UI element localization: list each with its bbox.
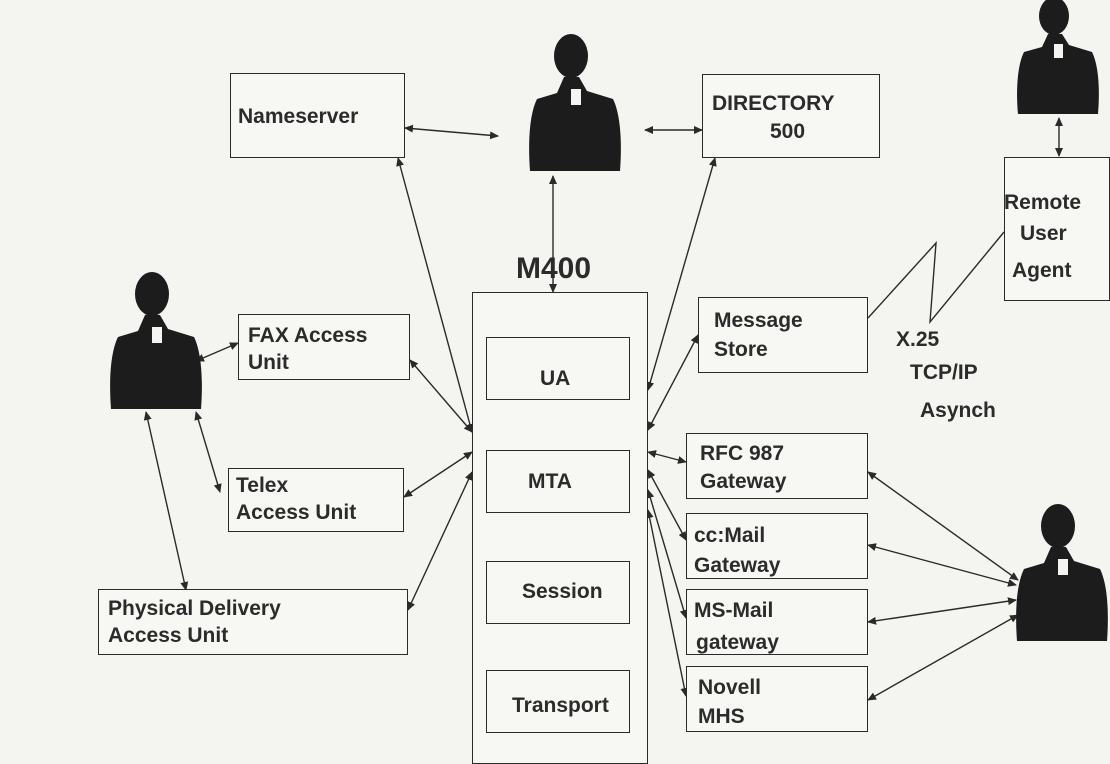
directory-500-box xyxy=(702,74,880,158)
physical-m400-connector xyxy=(407,471,473,611)
ua-layer-box xyxy=(486,337,630,400)
novell-user-right-connector xyxy=(867,614,1019,701)
ua-label: UA xyxy=(540,367,571,390)
mhs-label: MHS xyxy=(698,705,745,728)
msmail-gateway-label: gateway xyxy=(696,631,779,654)
m400-title: M400 xyxy=(516,252,592,285)
message-store-box xyxy=(698,297,868,373)
x25-protocol-label: X.25 xyxy=(896,328,940,351)
remote-user-agent-box xyxy=(1004,157,1110,301)
telex-label: Telex xyxy=(236,474,289,497)
message-store-m400-connector xyxy=(647,334,699,431)
user-label: User xyxy=(1020,222,1067,245)
ccmail-gateway-label: Gateway xyxy=(694,554,781,577)
nameserver-central-user-connector xyxy=(404,124,499,140)
session-label: Session xyxy=(522,580,603,603)
tcpip-protocol-label: TCP/IP xyxy=(910,361,978,384)
rfc987-gateway-label: Gateway xyxy=(700,470,787,493)
fax-unit-label: Unit xyxy=(248,351,289,374)
mta-layer-box xyxy=(486,450,630,513)
telex-access-unit-box xyxy=(228,468,404,532)
fax-access-unit-box xyxy=(238,314,410,380)
session-layer-box xyxy=(486,561,630,624)
store-label: Store xyxy=(714,338,768,361)
central-user-figure-icon xyxy=(529,34,621,171)
transport-label: Transport xyxy=(512,694,609,717)
user-left-physical-connector xyxy=(143,411,189,591)
fax-m400-connector xyxy=(409,359,473,433)
telex-access-unit-label: Access Unit xyxy=(236,501,357,524)
novell-mhs-box xyxy=(686,666,868,732)
msmail-gateway-box xyxy=(686,589,868,655)
message-store-remote-zigzag-link xyxy=(867,231,1005,325)
ccmail-gateway-box xyxy=(686,513,868,579)
rfc987-m400-connector xyxy=(647,450,687,464)
ccmail-user-right-connector xyxy=(867,543,1017,587)
physical-delivery-label: Physical Delivery xyxy=(108,597,281,620)
novell-m400-connector xyxy=(645,509,689,697)
physical-access-unit-label: Access Unit xyxy=(108,624,229,647)
novell-label: Novell xyxy=(698,676,762,699)
remote-label: Remote xyxy=(1004,191,1082,214)
user-right-figure-icon xyxy=(1016,504,1108,641)
directory-label: DIRECTORY xyxy=(712,92,835,115)
nameserver-box xyxy=(230,73,405,158)
transport-layer-box xyxy=(486,670,630,733)
user-left-figure-icon xyxy=(110,272,202,409)
mta-label: MTA xyxy=(528,470,572,493)
rfc987-label: RFC 987 xyxy=(700,442,785,465)
nameserver-label: Nameserver xyxy=(238,105,359,128)
message-label: Message xyxy=(714,309,803,332)
rfc987-gateway-box xyxy=(686,433,868,499)
agent-label: Agent xyxy=(1012,259,1072,282)
user-left-fax-connector xyxy=(195,342,239,362)
directory-number-label: 500 xyxy=(770,120,806,143)
msmail-label: MS-Mail xyxy=(694,599,774,622)
physical-delivery-access-unit-box xyxy=(98,589,408,655)
ccmail-label: cc:Mail xyxy=(694,524,766,547)
fax-access-label: FAX Access xyxy=(248,324,368,347)
asynch-protocol-label: Asynch xyxy=(920,399,996,422)
user-left-telex-connector xyxy=(194,411,222,493)
remote-user-figure-icon xyxy=(1017,0,1099,114)
